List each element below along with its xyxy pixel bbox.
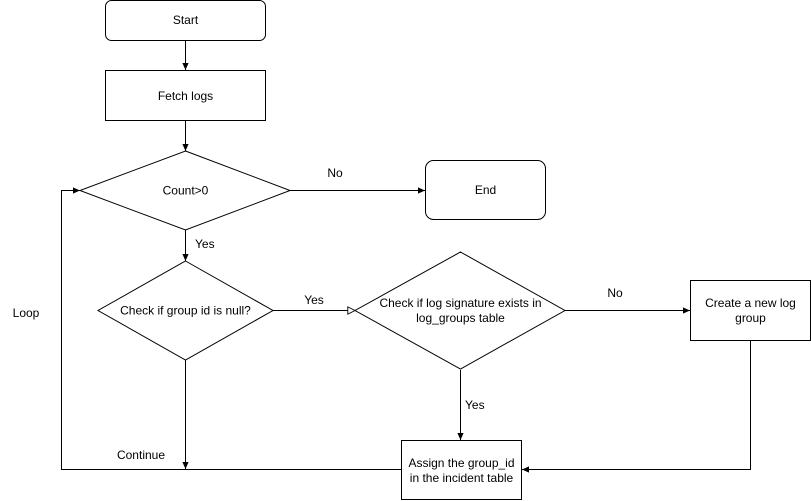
start-label: Start: [173, 13, 199, 27]
edge-loop-back-to-count: [61, 187, 401, 470]
signature-decision-node: [353, 251, 567, 370]
start-node: [105, 0, 266, 41]
new-log-group-label-line1: Create a new log: [705, 296, 796, 310]
fetch-logs-node: [105, 70, 266, 121]
loop-label: Loop: [13, 306, 40, 320]
continue-label: Continue: [117, 448, 165, 462]
assign-group-id-label-line2: in the incident table: [410, 471, 514, 485]
signature-decision-label-line1: Check if log signature exists in: [379, 296, 541, 310]
count-decision-node: [78, 150, 292, 231]
signature-yes-label: Yes: [465, 398, 485, 412]
group-null-decision-node: [96, 260, 275, 361]
count-no-label: No: [327, 166, 343, 180]
group-null-decision-label: Check if group id is null?: [120, 304, 251, 318]
count-decision-label: Count>0: [163, 184, 209, 198]
fetch-logs-label: Fetch logs: [158, 89, 213, 103]
new-log-group-label-line2: group: [735, 311, 766, 325]
assign-group-id-label-line1: Assign the group_id: [408, 456, 514, 470]
signature-no-label: No: [607, 286, 623, 300]
count-yes-label: Yes: [195, 237, 215, 251]
edge-new-group-to-assign: [522, 341, 751, 473]
end-node: [425, 160, 546, 220]
group-null-yes-label: Yes: [304, 293, 324, 307]
signature-decision-label-line2: log_groups table: [416, 311, 505, 325]
new-log-group-node: [690, 280, 811, 341]
assign-group-id-node: [401, 440, 522, 500]
end-label: End: [475, 183, 496, 197]
